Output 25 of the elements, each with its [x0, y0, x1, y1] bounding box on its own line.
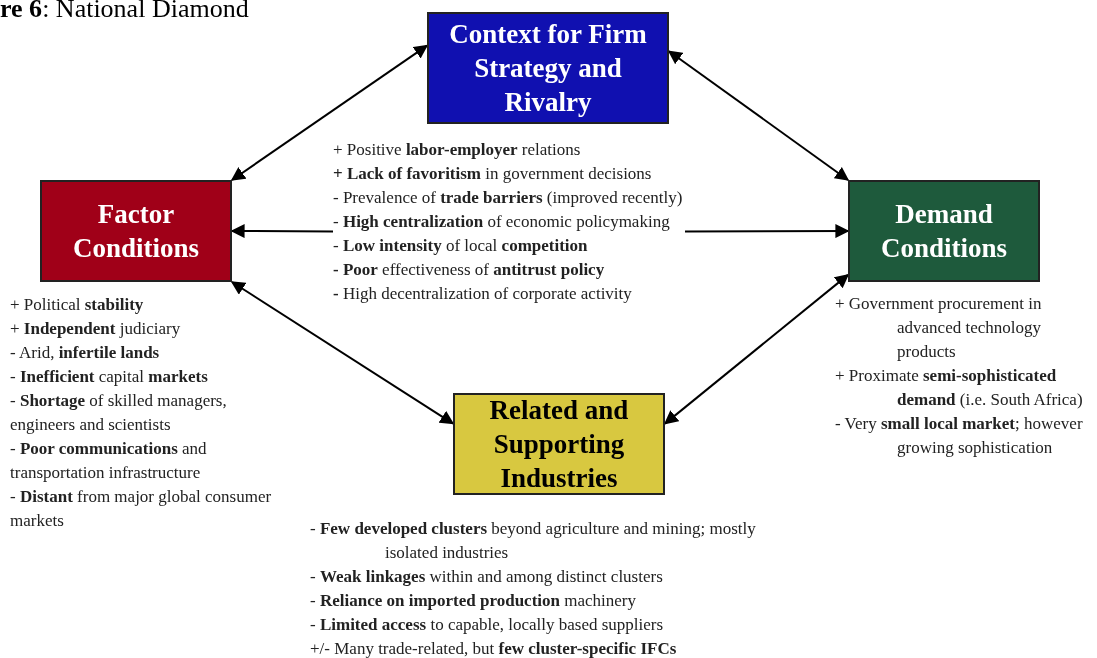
- list-item: + Positive labor-employer relations: [333, 139, 582, 161]
- box-heading: Related and Supporting Industries: [453, 393, 665, 495]
- box-heading: Demand Conditions: [848, 180, 1040, 282]
- list-item: +/- Many trade-related, but few cluster-specific IFCs: [310, 638, 678, 658]
- list-item: + Political stability: [10, 294, 145, 316]
- box-heading: Context for Firm Strategy and Rivalry: [427, 12, 669, 124]
- list-item: + Independent judiciary: [10, 318, 182, 340]
- list-item: - Weak linkages within and among distinct clusters: [310, 566, 664, 588]
- list-item: - Very small local market; however growing sophistication: [835, 413, 1084, 459]
- list-item: - Arid, infertile lands: [10, 342, 161, 364]
- list-item: - High decentralization of corporate activity: [333, 283, 633, 305]
- list-item: - Prevalence of trade barriers (improved recently): [333, 187, 684, 209]
- list-item: - Low intensity of local competition: [333, 235, 589, 257]
- list-item: - Distant from major global consumer markets: [10, 486, 272, 532]
- arrow: [684, 224, 850, 239]
- list-item: - High centralization of economic policymaking: [333, 211, 671, 233]
- list-item: + Lack of favoritism in government decisions: [333, 163, 653, 185]
- list-item: + Proximate semi-sophisticated demand (i.e. South Africa): [835, 365, 1084, 411]
- arrow: [230, 281, 455, 425]
- list-item: - Inefficient capital markets: [10, 366, 209, 388]
- arrow: [230, 44, 429, 181]
- box-heading: Factor Conditions: [40, 180, 232, 282]
- list-item: - Poor effectiveness of antitrust policy: [333, 259, 606, 281]
- list-item: - Reliance on imported production machinery: [310, 590, 637, 612]
- list-item: - Limited access to capable, locally based suppliers: [310, 614, 665, 636]
